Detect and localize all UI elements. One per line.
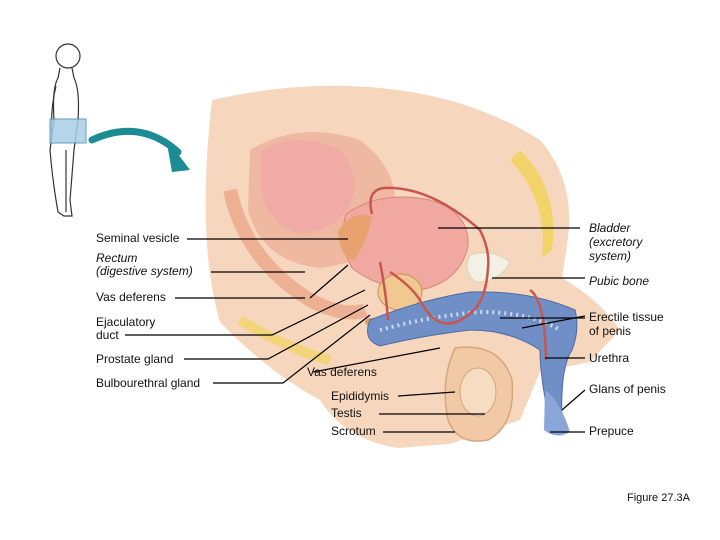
label-ejaculatory-duct: Ejaculatory bbox=[96, 315, 156, 329]
vas-deferens-duct bbox=[369, 186, 548, 361]
label-erectile-tissue: Erectile tissue bbox=[589, 310, 664, 324]
label-seminal-vesicle: Seminal vesicle bbox=[96, 231, 180, 245]
testis-scrotum bbox=[444, 346, 514, 442]
label-glans-of-penis: Glans of penis bbox=[589, 382, 666, 396]
label-prepuce: Prepuce bbox=[589, 424, 634, 438]
label-rectum: Rectum bbox=[96, 251, 138, 265]
label-scrotum: Scrotum bbox=[331, 424, 376, 438]
label-prostate-gland: Prostate gland bbox=[96, 352, 174, 366]
label-bulbourethral-gland: Bulbourethral gland bbox=[96, 376, 201, 390]
label-ejaculatory-duct-2: duct bbox=[96, 328, 119, 342]
label-vas-deferens-center: Vas deferens bbox=[307, 365, 377, 379]
curved-arrow-icon bbox=[88, 127, 190, 172]
label-testis: Testis bbox=[331, 406, 362, 420]
bladder bbox=[342, 196, 469, 291]
erectile-tissue bbox=[367, 291, 578, 436]
region-highlight bbox=[49, 118, 87, 144]
label-pubic-bone: Pubic bone bbox=[589, 274, 650, 288]
label-erectile-tissue-2: of penis bbox=[589, 324, 632, 338]
figure-caption: Figure 27.3A bbox=[627, 492, 690, 504]
label-epididymis: Epididymis bbox=[331, 389, 390, 403]
seminal-vesicle bbox=[338, 214, 372, 260]
label-bladder-system-2: system) bbox=[589, 249, 631, 263]
label-bladder: Bladder bbox=[589, 221, 631, 235]
leader-lines bbox=[125, 227, 586, 433]
label-rectum-system: (digestive system) bbox=[96, 264, 193, 278]
label-bladder-system: (excretory bbox=[589, 235, 643, 249]
label-urethra: Urethra bbox=[589, 351, 630, 365]
label-vas-deferens: Vas deferens bbox=[96, 290, 166, 304]
